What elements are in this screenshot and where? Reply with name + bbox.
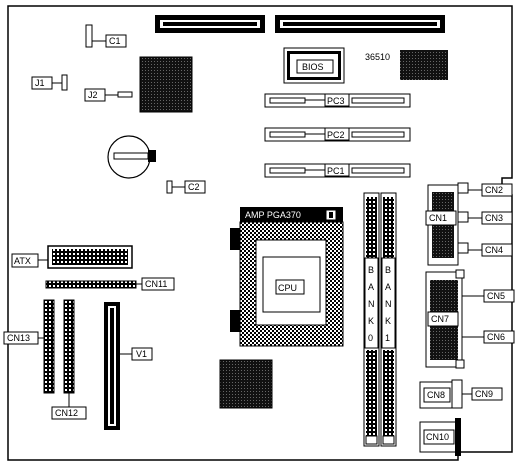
slot-v1: V1 bbox=[104, 302, 153, 430]
bank0-letter-5: 0 bbox=[368, 333, 373, 343]
pci-slot-pc1: PC1 bbox=[264, 163, 411, 178]
bios-label: BIOS bbox=[302, 62, 324, 72]
j1-label: J1 bbox=[35, 78, 45, 88]
connector-cn4: CN4 bbox=[468, 243, 513, 257]
chip-upper-right bbox=[400, 50, 448, 80]
connector-cn1: CN1 bbox=[425, 182, 469, 266]
bank0-letter-1: B bbox=[368, 265, 374, 275]
connector-cn11: CN11 bbox=[45, 277, 175, 291]
jumper-j2: J2 bbox=[84, 88, 133, 102]
connector-cn5: CN5 bbox=[462, 289, 515, 303]
connector-cn3: CN3 bbox=[468, 211, 513, 225]
chipset-north bbox=[140, 57, 192, 112]
pci-slot-pc3: PC3 bbox=[264, 93, 411, 108]
capacitor-c2: C2 bbox=[166, 180, 206, 194]
connector-cn8: CN8 bbox=[419, 379, 463, 409]
atx-power-connector: ATX bbox=[11, 245, 133, 269]
pc3-label: PC3 bbox=[327, 96, 345, 106]
cn8-label: CN8 bbox=[427, 390, 445, 400]
bios-code-label: 36510 bbox=[365, 52, 390, 62]
dimm-bank-1: B A N K 1 bbox=[380, 192, 397, 447]
bank1-letter-3: N bbox=[385, 299, 392, 309]
connector-cn12: CN12 bbox=[51, 299, 87, 420]
j2-label: J2 bbox=[88, 90, 98, 100]
cn11-label: CN11 bbox=[145, 279, 167, 289]
cpu-label: CPU bbox=[278, 283, 297, 293]
cn12-label: CN12 bbox=[55, 408, 78, 418]
jumper-j1: J1 bbox=[31, 74, 68, 91]
cn4-label: CN4 bbox=[485, 245, 503, 255]
top-slot-right bbox=[275, 15, 445, 33]
bank1-letter-4: K bbox=[385, 316, 391, 326]
cn2-label: CN2 bbox=[485, 185, 503, 195]
cn1-label: CN1 bbox=[429, 213, 447, 223]
pc1-label: PC1 bbox=[327, 166, 345, 176]
pci-slot-pc2: PC2 bbox=[264, 127, 411, 142]
battery bbox=[107, 135, 156, 179]
bios-chip: BIOS bbox=[283, 47, 345, 84]
connector-cn13: CN13 bbox=[3, 299, 55, 394]
connector-cn9: CN9 bbox=[462, 387, 503, 401]
bank0-letter-4: K bbox=[368, 316, 374, 326]
connector-cn10: CN10 bbox=[419, 418, 461, 456]
bank0-letter-2: A bbox=[368, 282, 374, 292]
capacitor-c1: C1 bbox=[85, 24, 127, 48]
bank1-letter-1: B bbox=[385, 265, 391, 275]
cn10-label: CN10 bbox=[426, 432, 449, 442]
connector-cn7: CN7 bbox=[425, 269, 465, 369]
cn5-label: CN5 bbox=[487, 291, 505, 301]
dimm-bank-0: B A N K 0 bbox=[363, 192, 380, 447]
cn6-label: CN6 bbox=[487, 332, 505, 342]
bank1-letter-2: A bbox=[385, 282, 391, 292]
c1-label: C1 bbox=[109, 36, 121, 46]
bank0-letter-3: N bbox=[368, 299, 375, 309]
atx-label: ATX bbox=[14, 256, 31, 266]
v1-label: V1 bbox=[136, 349, 147, 359]
amp-label: AMP PGA370 bbox=[245, 210, 301, 220]
cn9-label: CN9 bbox=[475, 389, 493, 399]
pc2-label: PC2 bbox=[327, 130, 345, 140]
bank1-letter-5: 1 bbox=[385, 333, 390, 343]
cn7-label: CN7 bbox=[431, 314, 449, 324]
c2-label: C2 bbox=[188, 182, 200, 192]
cpu-socket: AMP PGA370 CPU bbox=[230, 207, 344, 347]
cn13-label: CN13 bbox=[7, 333, 30, 343]
top-slot-left bbox=[155, 15, 265, 33]
chipset-south bbox=[220, 360, 272, 408]
cn3-label: CN3 bbox=[485, 213, 503, 223]
connector-cn2: CN2 bbox=[468, 183, 513, 197]
connector-cn6: CN6 bbox=[462, 330, 515, 344]
